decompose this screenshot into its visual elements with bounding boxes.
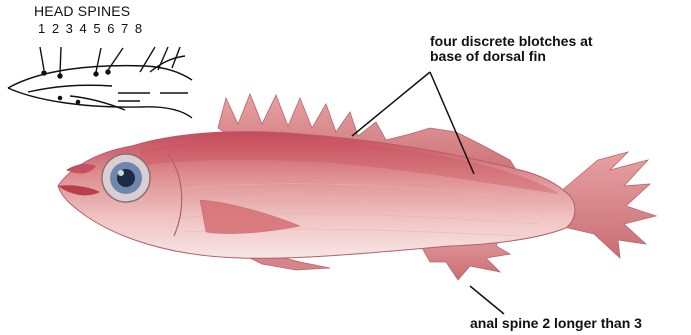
dorsal-blotches-annotation: four discrete blotches at base of dorsal… — [430, 34, 630, 63]
anal-spine-annotation: anal spine 2 longer than 3 — [470, 316, 690, 331]
head-spines-diagram — [8, 47, 192, 118]
spine-numbers: 1 2 3 4 5 6 7 8 — [38, 22, 142, 36]
eye-icon — [102, 154, 150, 202]
head-spines-title: HEAD SPINES — [34, 4, 130, 19]
